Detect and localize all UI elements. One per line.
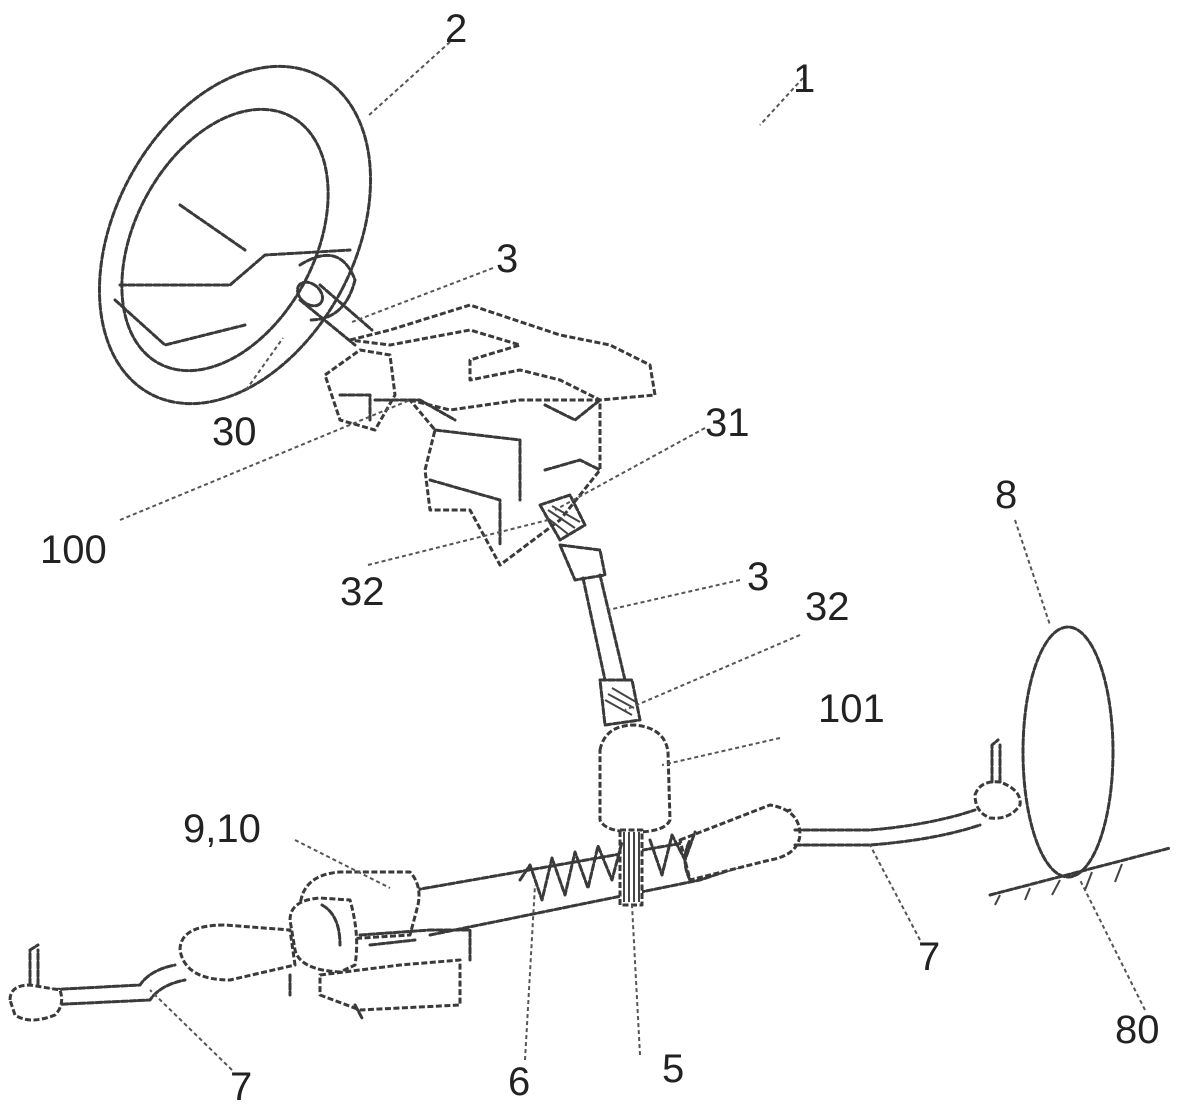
ref-6: 6 [508,1060,530,1104]
ref-5: 5 [662,1047,684,1091]
ref-32-left: 32 [340,570,385,614]
ref-1: 1 [793,57,815,101]
ref-7-right: 7 [918,935,940,979]
reference-numerals: 1 2 3 30 100 31 32 3 32 8 101 9,10 7 80 … [40,7,1160,1109]
pinion [618,828,644,907]
ref-31: 31 [705,401,750,445]
ref-9-10: 9,10 [183,807,261,851]
rack-teeth [518,830,697,902]
ref-3-middle: 3 [747,555,769,599]
ref-7-left: 7 [230,1065,252,1109]
upper-steering-shaft [295,280,374,347]
ref-80: 80 [1115,1008,1160,1052]
ref-101: 101 [818,687,885,731]
intermediate-shaft [558,543,642,727]
road-surface [988,846,1172,906]
ref-3-upper: 3 [496,237,518,281]
steering-rack [413,803,802,937]
ref-32-right: 32 [805,585,850,629]
ref-8: 8 [995,473,1017,517]
steering-gear-actuator [598,723,672,834]
right-tie-rod [793,738,1022,847]
electric-motor-unit [178,870,472,1020]
steering-column-housing [323,303,657,567]
ref-30: 30 [212,410,257,454]
leader-lines [119,41,1146,1071]
steering-wheel [97,64,373,406]
ref-2: 2 [445,7,467,51]
left-tie-rod [8,943,187,1022]
road-wheel [1021,625,1115,879]
ref-100: 100 [40,528,107,572]
